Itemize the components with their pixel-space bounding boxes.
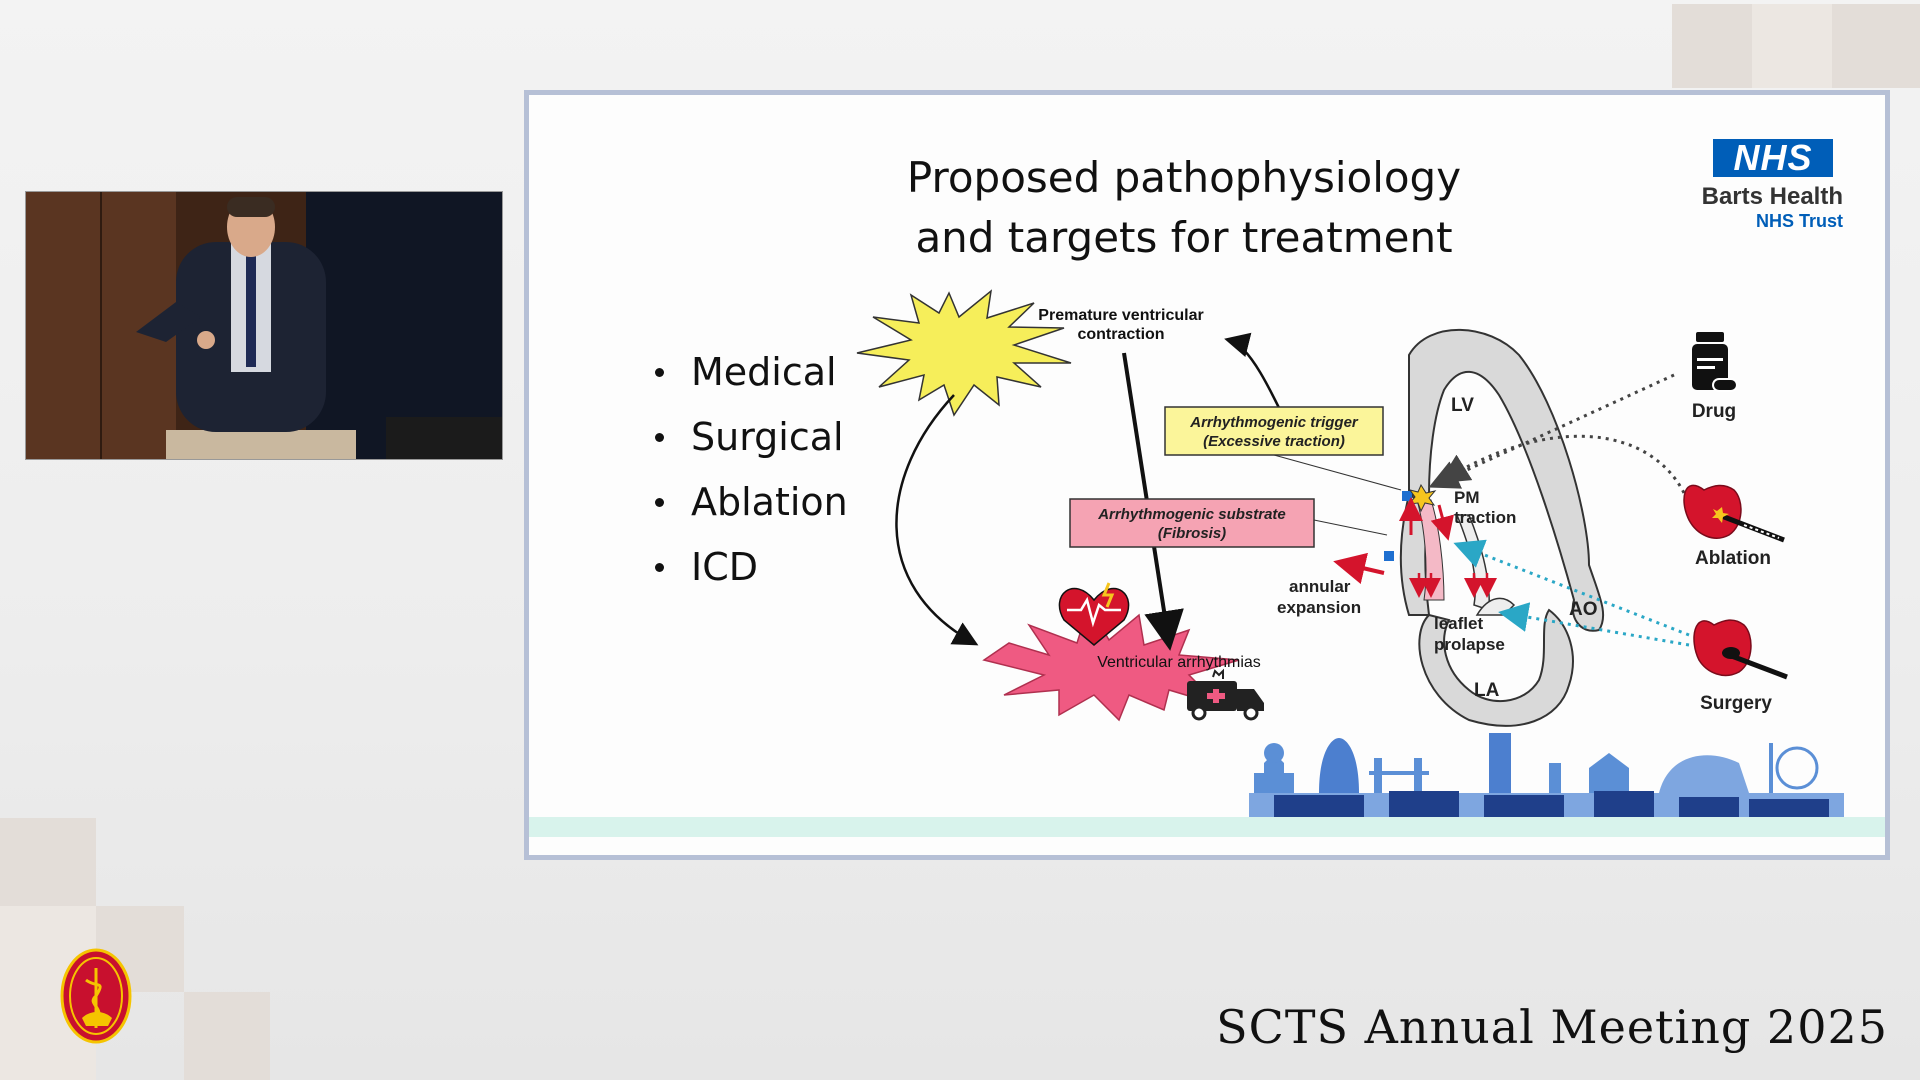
treatment-list: Medical Surgical Ablation ICD <box>649 340 848 600</box>
trigger-pointer <box>1273 454 1402 491</box>
bg-tile <box>0 818 96 906</box>
substrate-label-line2: (Fibrosis) <box>1158 525 1226 542</box>
bg-tile <box>1752 4 1832 88</box>
pathophysiology-diagram: Premature ventricular contraction Ventri… <box>856 289 1788 727</box>
speaker-video-image <box>26 192 502 459</box>
pm-label-line1: PM <box>1454 488 1480 507</box>
slide-title-line2: and targets for treatment <box>915 213 1453 262</box>
scts-logo-icon <box>60 948 132 1044</box>
nhs-logo-trust: NHS Trust <box>1755 211 1843 231</box>
trigger-label-line1: Arrhythmogenic trigger <box>1189 414 1359 431</box>
pill-bottle-icon <box>1692 332 1738 392</box>
bg-tile <box>1672 4 1752 88</box>
substrate-label-line1: Arrhythmogenic substrate <box>1097 506 1286 523</box>
trigger-box <box>1164 406 1384 456</box>
ao-label: AO <box>1569 599 1598 620</box>
bullet-item: Surgical <box>649 405 848 470</box>
surgery-arrow-pm <box>1453 539 1690 637</box>
speaker-video <box>25 191 503 460</box>
substrate-loop-arrow <box>895 394 979 646</box>
nhs-logo-org: Barts Health <box>1701 183 1843 210</box>
drug-label: Drug <box>1692 401 1736 422</box>
slide-title-line1: Proposed pathophysiology <box>906 153 1462 202</box>
annular-expansion-arrow <box>1333 552 1385 585</box>
heart-surgery-icon <box>1693 619 1788 680</box>
substrate-box <box>1069 498 1315 548</box>
prolapse-label-line1: leaflet <box>1434 614 1483 633</box>
pm-label-line2: traction <box>1454 508 1516 527</box>
nhs-logo-mark: NHS <box>1713 139 1833 177</box>
heart-ecg-icon <box>1058 582 1130 646</box>
bullet-item: Ablation <box>649 470 848 535</box>
trigger-label-line2: (Excessive traction) <box>1203 433 1345 450</box>
annular-label-line1: annular <box>1289 577 1351 596</box>
va-label: Ventricular arrhythmias <box>1097 654 1261 671</box>
presentation-slide: Proposed pathophysiology and targets for… <box>524 90 1890 860</box>
meeting-title: SCTS Annual Meeting 2025 <box>1216 1000 1888 1054</box>
slide-footer-strip <box>529 817 1885 837</box>
pvc-to-va-arrow <box>1122 352 1184 651</box>
surgery-label: Surgery <box>1700 693 1772 714</box>
ablation-label: Ablation <box>1695 548 1771 569</box>
bg-tile <box>1832 4 1920 88</box>
pvc-star <box>856 289 1072 417</box>
ablation-arrow <box>1438 434 1686 494</box>
lv-label: LV <box>1451 395 1474 416</box>
heart-cross-section <box>1384 328 1605 727</box>
la-label: LA <box>1474 680 1500 701</box>
bullet-item: ICD <box>649 535 848 600</box>
pvc-label-line1: Premature ventricular <box>1038 307 1203 324</box>
annular-label-line2: expansion <box>1277 598 1361 617</box>
pvc-label-line2: contraction <box>1077 326 1164 343</box>
prolapse-label-line2: prolapse <box>1434 635 1505 654</box>
heart-ablation-icon <box>1683 484 1785 543</box>
ambulance-icon <box>1187 668 1264 721</box>
substrate-pointer <box>1313 519 1388 536</box>
bullet-item: Medical <box>649 340 848 405</box>
bg-tile <box>184 992 270 1080</box>
